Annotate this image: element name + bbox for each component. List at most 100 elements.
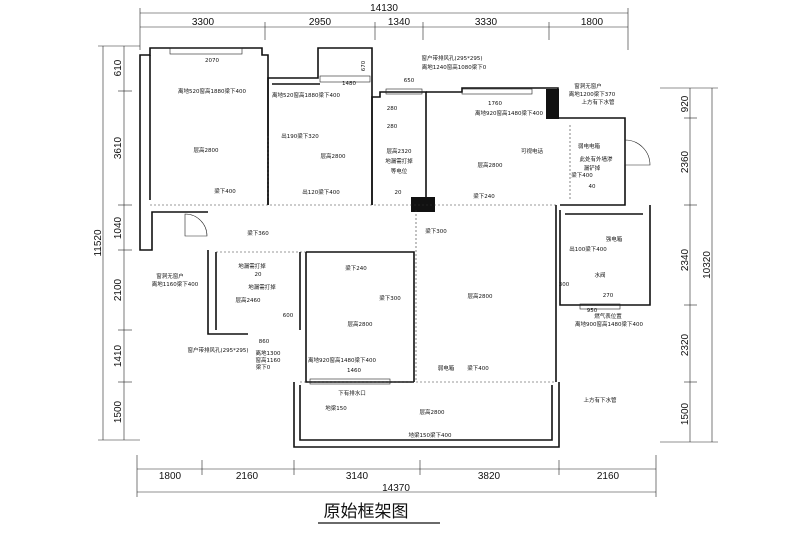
doors <box>184 139 651 237</box>
living-top-window-note: 离地920窗高1480梁下400 <box>475 109 543 117</box>
left-dimension-5: 1410 <box>113 344 124 367</box>
room-labels-entry: 窗洞无窗户 离地1160梁下400 梁下360 <box>152 229 269 288</box>
bedroom1-height: 层高2800 <box>194 146 219 154</box>
top-dimension-2: 2950 <box>309 17 332 28</box>
entry-window-note: 离地1160梁下400 <box>152 280 199 288</box>
balcony-bottom-beam: 地梁150 <box>325 404 347 412</box>
kitchen-gas-meter: 燃气表位置 <box>594 312 622 320</box>
balcony-leak-note-1: 此处有外墙渗 <box>579 155 613 163</box>
bottom-dimension-5: 2160 <box>597 471 620 482</box>
windows <box>169 47 621 385</box>
left-dimension-1: 610 <box>113 59 124 76</box>
top-dimension-3: 1340 <box>388 17 411 28</box>
balcony-offset: 40 <box>589 184 596 190</box>
left-dimension-2: 3610 <box>113 136 124 159</box>
balcony-bottom-pipe: 上方有下水管 <box>583 396 617 404</box>
right-total-dimension: 10320 <box>702 251 713 279</box>
room-labels-bedroom1: 2070 离地520窗高1880梁下400 层高2800 梁下400 <box>178 58 246 195</box>
column-center <box>411 197 435 212</box>
left-total-dimension: 11520 <box>93 229 104 257</box>
bathroom-width: 650 <box>404 78 415 84</box>
small-bath-vent: 窗户带排风孔(295*295) <box>187 346 248 354</box>
left-dimension-4: 2100 <box>113 278 124 301</box>
room-labels-living: 梁下300 层高2800 弱电箱 梁下400 <box>425 227 493 372</box>
living-beam-2: 梁下400 <box>467 364 489 372</box>
small-bath-drain-note-2: 地漏需打掉 <box>248 283 276 291</box>
small-bath-spec-1: 离地1300 <box>256 349 281 357</box>
top-dimension-5: 1800 <box>581 17 604 28</box>
bottom-dimension-chain: 1800 2160 3140 3820 2160 14370 <box>136 455 657 497</box>
right-dimension-3: 2340 <box>680 248 691 271</box>
living-top-beam: 梁下240 <box>473 192 495 200</box>
room-labels-living-top: 1760 离地920窗高1480梁下400 层高2800 可视电话 梁下240 <box>473 101 543 200</box>
bathroom-note-drain: 地漏需打掉 <box>385 157 413 165</box>
bedroom3-window-dimension: 1460 <box>347 368 361 374</box>
bathroom-vent: 窗户带排风孔(295*295) <box>421 54 482 62</box>
entry-beam: 梁下360 <box>247 229 269 237</box>
bottom-dimension-2: 2160 <box>236 471 259 482</box>
balcony-beam: 梁下400 <box>571 171 593 179</box>
room-labels-bedroom3: 梁下240 梁下300 层高2800 离地920窗高1480梁下400 1460 <box>308 264 401 374</box>
bedroom1-beam: 梁下400 <box>214 187 236 195</box>
small-bath-drain-note-1: 地漏需打掉 <box>238 262 266 270</box>
top-dimension-chain: 14130 3300 2950 1340 3330 1800 <box>139 3 629 50</box>
small-bath-width: 600 <box>283 313 294 319</box>
balcony-bottom-height: 层高2800 <box>420 408 445 416</box>
right-dimension-chain: 920 2360 2340 2320 1500 10320 <box>660 87 718 443</box>
kitchen-window-note: 离地900窗高1480梁下400 <box>575 320 643 328</box>
small-bath-height: 层高2460 <box>236 296 261 304</box>
living-top-window-dimension: 1760 <box>488 101 502 107</box>
living-height: 层高2800 <box>468 292 493 300</box>
entry-window-label: 窗洞无窗户 <box>156 272 184 280</box>
top-dimension-4: 3330 <box>475 17 498 28</box>
bathroom-size-2: 280 <box>387 124 398 130</box>
bedroom2-height: 层高2800 <box>321 152 346 160</box>
bedroom2-window-side: 670 <box>361 60 367 71</box>
beam-lines <box>150 125 571 383</box>
bedroom3-beam: 梁下240 <box>345 264 367 272</box>
kitchen-opening: 出100梁下400 <box>569 245 607 253</box>
living-beam: 梁下300 <box>425 227 447 235</box>
balcony-weak-box: 弱电电箱 <box>578 142 601 150</box>
kitchen-width: 950 <box>587 308 598 314</box>
balcony-bottom-drain: 下有排水口 <box>338 389 366 397</box>
kitchen-size-2: 270 <box>603 293 614 299</box>
kitchen-water-valve: 水阀 <box>594 271 605 279</box>
bedroom2-window-dimension: 1480 <box>342 81 356 87</box>
bedroom2-window-note: 离地520窗高1880梁下400 <box>272 91 340 99</box>
living-top-intercom: 可视电话 <box>521 147 544 155</box>
right-dimension-1: 920 <box>680 95 691 112</box>
room-labels-balcony: 窗洞无窗户 离地1200梁下370 上方有下水管 弱电电箱 此处有外墙渗 漏铲掉… <box>569 82 616 190</box>
balcony-window-label: 窗洞无窗户 <box>574 82 602 90</box>
small-bath-spec-2: 窗高1160 <box>256 356 281 364</box>
bedroom3-height: 层高2800 <box>348 320 373 328</box>
right-dimension-5: 1500 <box>680 402 691 425</box>
bottom-dimension-1: 1800 <box>159 471 182 482</box>
right-dimension-4: 2320 <box>680 333 691 356</box>
bedroom1-window-dimension: 2070 <box>205 58 219 64</box>
drawing-title: 原始框架图 <box>324 502 409 522</box>
column-top-right <box>546 89 559 119</box>
living-top-height: 层高2800 <box>478 161 503 169</box>
bedroom3-beam-2: 梁下300 <box>379 294 401 302</box>
room-labels-small-bath: 地漏需打掉 20 地漏需打掉 层高2460 600 860 窗户带排风孔(295… <box>187 262 293 371</box>
bedroom2-opening: 出190梁下320 <box>281 132 319 140</box>
right-dimension-2: 2360 <box>680 150 691 173</box>
balcony-leak-note-2: 漏铲掉 <box>584 164 601 172</box>
room-labels-bathroom: 窗户带排风孔(295*295) 离地1240窗高1080梁下0 650 280 … <box>385 54 487 196</box>
small-bath-width2: 860 <box>259 339 270 345</box>
room-labels-balcony-bottom: 下有排水口 地梁150 层高2800 地梁150梁下400 上方有下水管 <box>325 389 617 439</box>
balcony-pipe: 上方有下水管 <box>581 98 615 106</box>
bedroom1-window-note: 离地520窗高1880梁下400 <box>178 87 246 95</box>
top-total-dimension: 14130 <box>370 3 398 14</box>
left-dimension-3: 1040 <box>113 216 124 239</box>
balcony-bottom-beam-2: 地梁150梁下400 <box>409 431 452 439</box>
top-dimension-1: 3300 <box>192 17 215 28</box>
bathroom-note-equipotential: 等电位 <box>391 167 408 175</box>
kitchen-size-1: 300 <box>559 282 570 288</box>
bedroom3-window-note: 离地920窗高1480梁下400 <box>308 356 376 364</box>
room-labels-kitchen: 强电箱 出100梁下400 水阀 300 270 950 燃气表位置 离地900… <box>559 235 644 328</box>
bedroom2-opening2: 出120梁下400 <box>302 188 340 196</box>
